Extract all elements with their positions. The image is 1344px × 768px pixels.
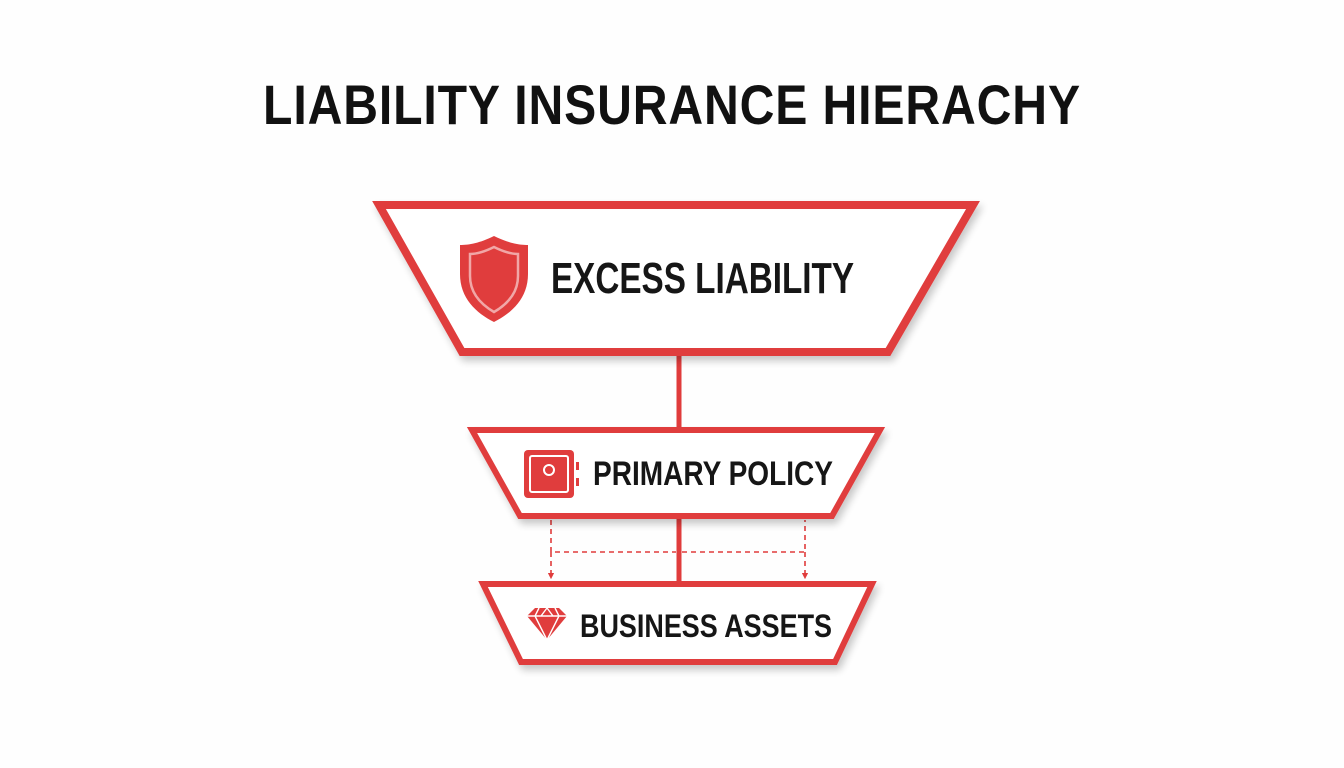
- tier-business-assets-label: BUSINESS ASSETS: [580, 608, 832, 644]
- tier-primary-policy-box: [466, 427, 886, 519]
- dashed-flow-right: [682, 520, 806, 553]
- tier-business-assets-box: [478, 581, 877, 665]
- tier-excess-liability: EXCESS LIABILITY: [372, 201, 980, 356]
- diamond-icon: [527, 607, 567, 641]
- safe-icon: [524, 450, 579, 498]
- tier-excess-liability-label: EXCESS LIABILITY: [551, 254, 854, 303]
- diagram-title: LIABILITY INSURANCE HIERACHY: [263, 73, 1081, 136]
- tier-primary-policy: PRIMARY POLICY: [466, 427, 886, 519]
- tier-excess-liability-box: [372, 201, 980, 356]
- tier-business-assets: BUSINESS ASSETS: [478, 581, 877, 665]
- dashed-flow-left: [550, 520, 676, 553]
- shield-icon: [460, 236, 528, 322]
- tier-primary-policy-label: PRIMARY POLICY: [593, 455, 833, 493]
- connectors: [547, 352, 809, 584]
